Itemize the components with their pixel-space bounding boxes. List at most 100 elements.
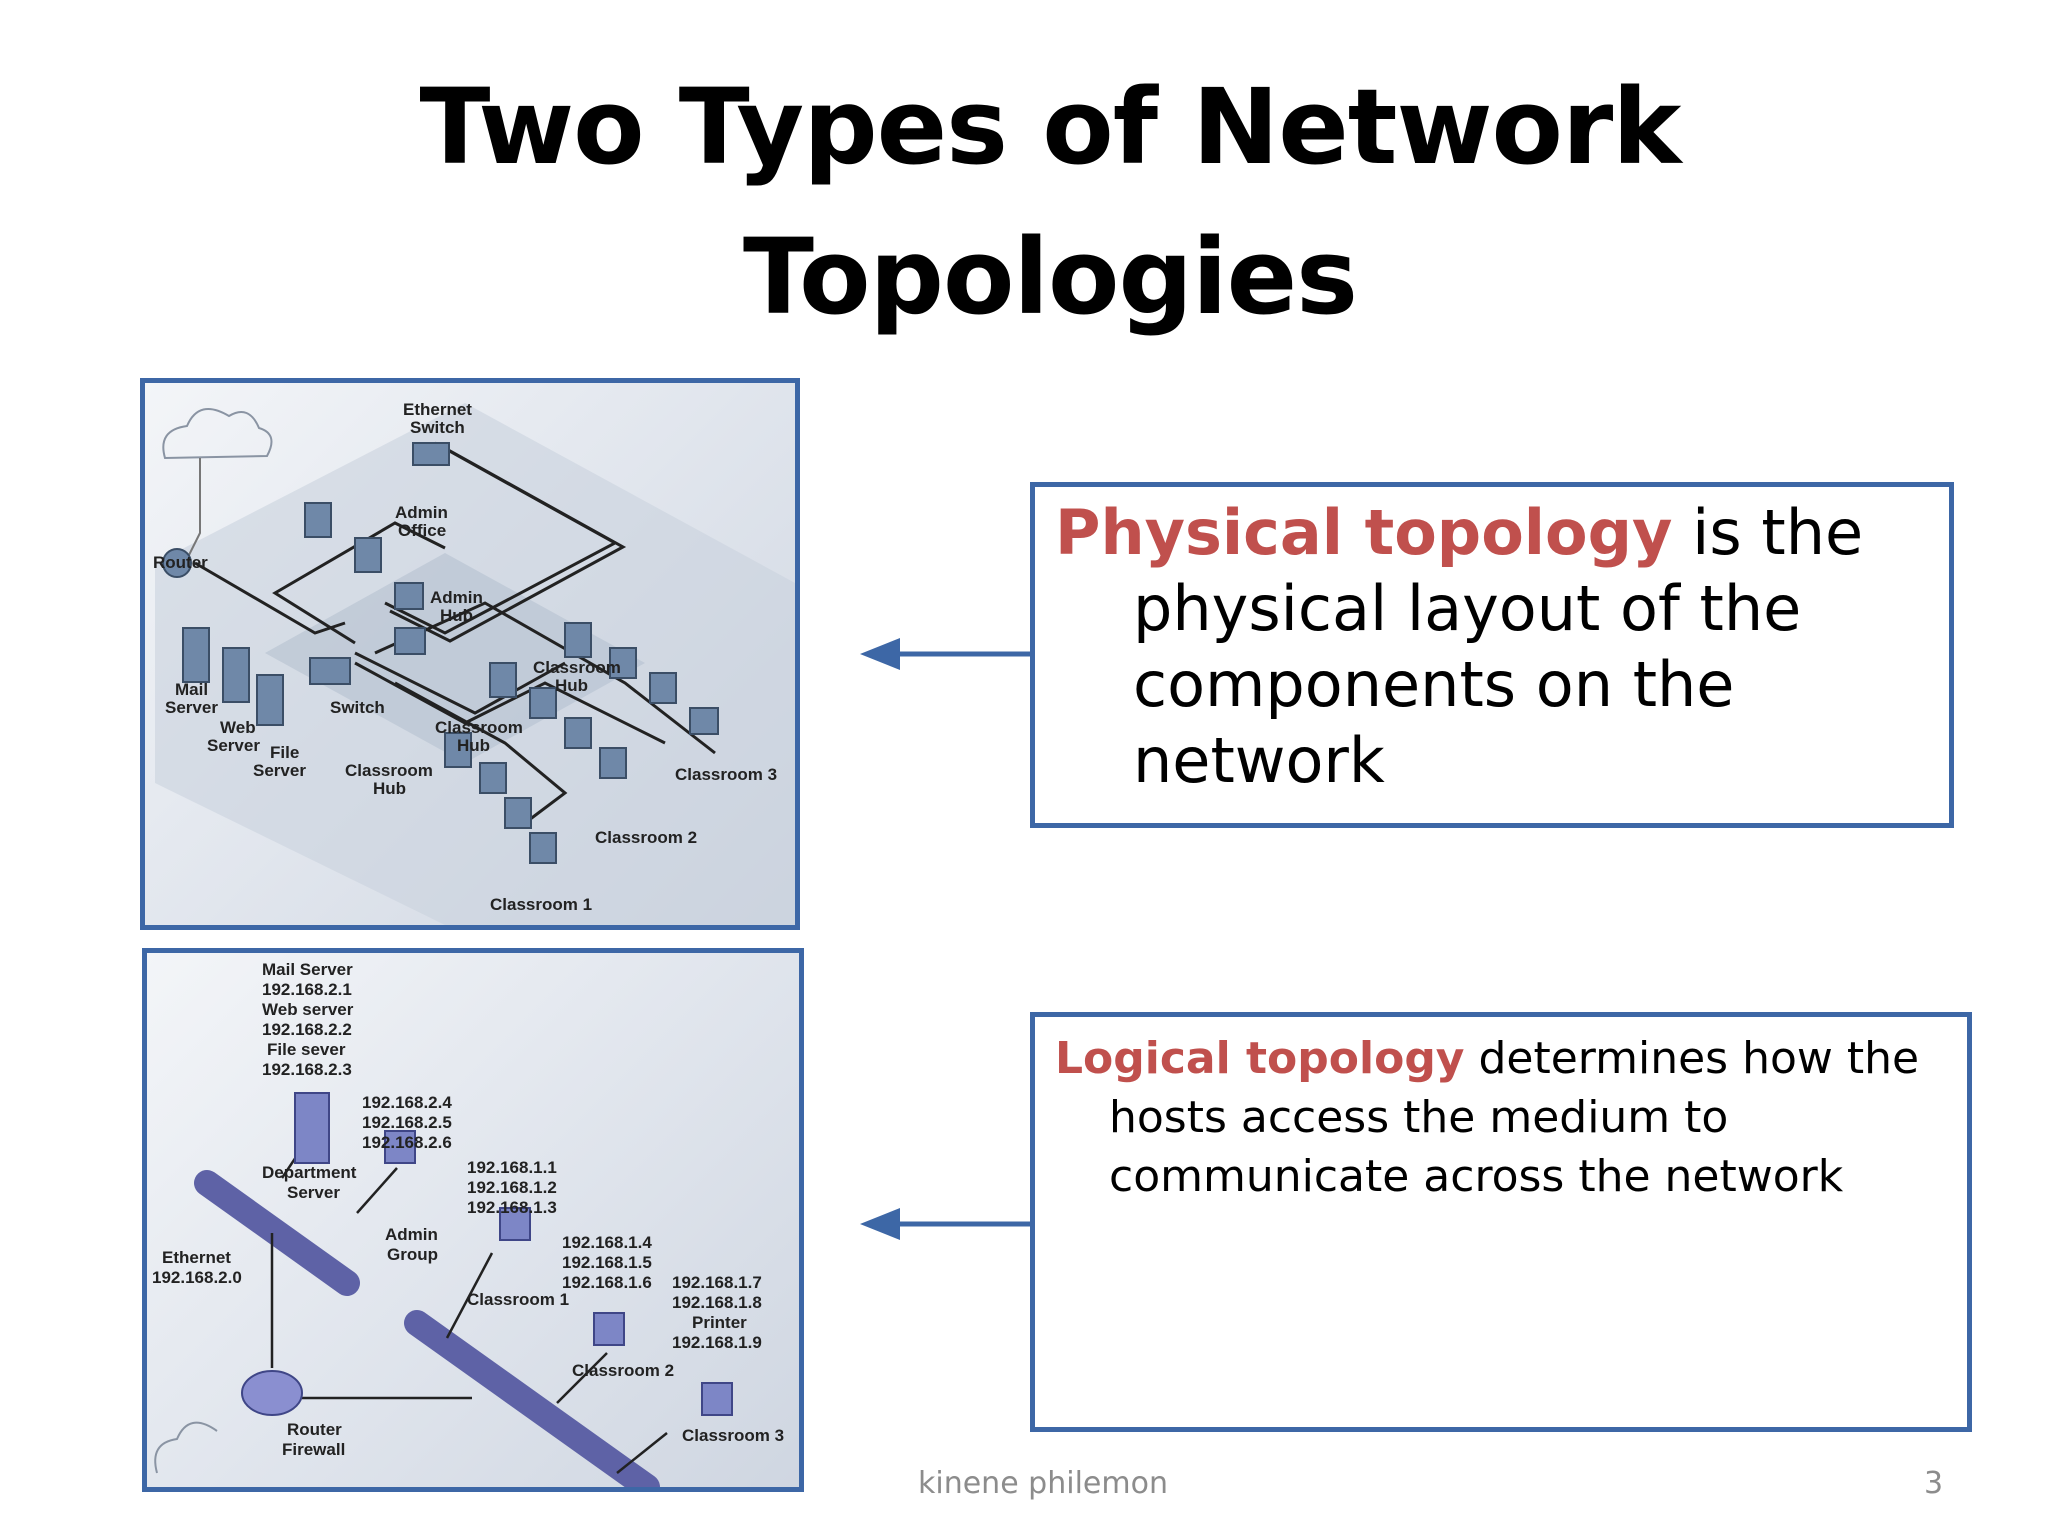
ethernet-switch-label: Ethernet bbox=[403, 400, 472, 419]
mail-server-icon bbox=[182, 627, 210, 683]
computer-icon bbox=[564, 717, 592, 749]
cable-lines bbox=[194, 441, 716, 825]
web-server-icon bbox=[222, 647, 250, 703]
classroom-hub-label: Classroom bbox=[533, 658, 621, 677]
arrow-left-icon bbox=[860, 638, 1038, 670]
classroom-hub-label: Classroom bbox=[345, 761, 433, 780]
admin-group-label: Admin bbox=[385, 1225, 438, 1244]
admin-ip-label: 192.168.1.1 bbox=[467, 1158, 557, 1177]
admin-computer-icon bbox=[384, 1130, 416, 1164]
logical-topology-definition-box: Logical topology determines how the host… bbox=[1030, 1012, 1972, 1432]
computer-icon bbox=[689, 707, 719, 735]
classroom-2-label: Classroom 2 bbox=[595, 828, 697, 847]
computer-icon bbox=[599, 747, 627, 779]
physical-topology-diagram: Ethernet Switch Admin Office Router Admi… bbox=[140, 378, 800, 930]
computer-icon bbox=[394, 582, 424, 610]
mail-server-label: Mail bbox=[175, 680, 208, 699]
classroom-1-ip-label: 192.168.1.5 bbox=[562, 1253, 652, 1272]
department-server-icon bbox=[294, 1092, 330, 1164]
department-server-label: Department bbox=[262, 1163, 357, 1182]
ethernet-switch-icon bbox=[412, 442, 450, 466]
computer-icon bbox=[304, 502, 332, 538]
admin-group-label-2: Group bbox=[387, 1245, 438, 1264]
ethernet-segment-tube bbox=[194, 1170, 360, 1296]
admin-ip-label: 192.168.1.2 bbox=[467, 1178, 557, 1197]
dept-ip-label: 192.168.2.6 bbox=[362, 1133, 452, 1152]
admin-hub-label: Admin bbox=[430, 588, 483, 607]
switch-icon bbox=[309, 657, 351, 685]
classroom-hub-label-2: Hub bbox=[555, 676, 588, 695]
classroom-hub-icon bbox=[444, 732, 472, 768]
printer-label: Printer bbox=[692, 1313, 747, 1332]
classroom-3-label: Classroom 3 bbox=[675, 765, 777, 784]
classroom-hub-label-2: Hub bbox=[373, 779, 406, 798]
admin-hub-label-2: Hub bbox=[440, 606, 473, 625]
logical-topology-term: Logical topology bbox=[1055, 1033, 1465, 1084]
switch-label: Switch bbox=[330, 698, 385, 717]
department-server-label-2: Server bbox=[287, 1183, 340, 1202]
web-ip-label: 192.168.2.2 bbox=[262, 1020, 352, 1039]
mail-server-label: Mail Server bbox=[262, 960, 353, 979]
classroom-1-ip-label: 192.168.1.4 bbox=[562, 1233, 652, 1252]
classroom-1-label: Classroom 1 bbox=[467, 1290, 569, 1309]
file-server-label-2: Server bbox=[253, 761, 306, 780]
firewall-label: Firewall bbox=[282, 1440, 345, 1459]
logical-topology-description: determines how the hosts access the medi… bbox=[1109, 1033, 1920, 1202]
logical-diagram-svg: Mail Server 192.168.2.1 Web server 192.1… bbox=[152, 960, 784, 1487]
classroom-1-label: Classroom 1 bbox=[490, 895, 592, 914]
admin-office-label-2: Office bbox=[398, 521, 446, 540]
file-server-label: File bbox=[270, 743, 299, 762]
admin-office-label: Admin bbox=[395, 503, 448, 522]
web-server-label: Web bbox=[220, 718, 256, 737]
classroom-hub-label-2: Hub bbox=[457, 736, 490, 755]
classroom-2-label: Classroom 2 bbox=[572, 1361, 674, 1380]
dept-ip-label: 192.168.2.4 bbox=[362, 1093, 452, 1112]
page-number: 3 bbox=[1924, 1466, 1944, 1501]
internet-cloud-icon bbox=[154, 1421, 218, 1474]
web-server-label-2: Server bbox=[207, 736, 260, 755]
classroom-hub-icon bbox=[489, 662, 517, 698]
computer-icon bbox=[649, 672, 677, 704]
admin-ip-label: 192.168.1.3 bbox=[467, 1198, 557, 1217]
classroom-3-label: Classroom 3 bbox=[682, 1426, 784, 1445]
file-ip-label: 192.168.2.3 bbox=[262, 1060, 352, 1079]
computer-icon bbox=[529, 687, 557, 719]
router-icon bbox=[162, 548, 192, 578]
admin-hub-icon bbox=[394, 627, 426, 655]
router-label: Router bbox=[153, 553, 208, 572]
physical-topology-definition-box: Physical topology is the physical layout… bbox=[1030, 482, 1954, 828]
computer-icon bbox=[354, 537, 382, 573]
web-server-label: Web server bbox=[262, 1000, 354, 1019]
logical-topology-definition: Logical topology determines how the host… bbox=[1055, 1029, 1947, 1206]
slide-title: Two Types of Network Topologies bbox=[0, 52, 2048, 352]
dept-ip-label: 192.168.2.5 bbox=[362, 1113, 452, 1132]
computer-icon bbox=[479, 762, 507, 794]
ethernet-switch-label-2: Switch bbox=[410, 418, 465, 437]
mail-server-label-2: Server bbox=[165, 698, 218, 717]
device-icons bbox=[241, 1092, 733, 1416]
router-firewall-icon bbox=[241, 1370, 303, 1416]
classroom-2-ip-label: 192.168.1.7 bbox=[672, 1273, 762, 1292]
internet-cloud-icon bbox=[162, 407, 273, 460]
title-line-1: Two Types of Network bbox=[419, 66, 1682, 188]
classroom-1-computer-icon bbox=[499, 1207, 531, 1241]
classroom-2-ip-label: 192.168.1.9 bbox=[672, 1333, 762, 1352]
classroom-2-computer-icon bbox=[593, 1312, 625, 1346]
router-label: Router bbox=[287, 1420, 342, 1439]
ethernet-label: Ethernet bbox=[162, 1248, 231, 1267]
logical-topology-diagram: Mail Server 192.168.2.1 Web server 192.1… bbox=[142, 948, 804, 1492]
classroom-3-computer-icon bbox=[701, 1382, 733, 1416]
computer-icon bbox=[504, 797, 532, 829]
physical-topology-term: Physical topology bbox=[1055, 496, 1673, 569]
classroom-2-ip-label: 192.168.1.8 bbox=[672, 1293, 762, 1312]
classroom-hub-icon bbox=[564, 622, 592, 658]
classroom-hub-label: Classroom bbox=[435, 718, 523, 737]
computer-icon bbox=[609, 647, 637, 679]
ethernet-ip-label: 192.168.2.0 bbox=[152, 1268, 242, 1287]
file-server-label: File sever bbox=[267, 1040, 346, 1059]
physical-topology-definition: Physical topology is the physical layout… bbox=[1055, 495, 1929, 799]
arrow-left-icon bbox=[860, 1208, 1038, 1240]
ethernet-segment-tube bbox=[404, 1310, 660, 1487]
footer-author: kinene philemon bbox=[918, 1466, 1168, 1501]
device-icons bbox=[162, 442, 719, 864]
